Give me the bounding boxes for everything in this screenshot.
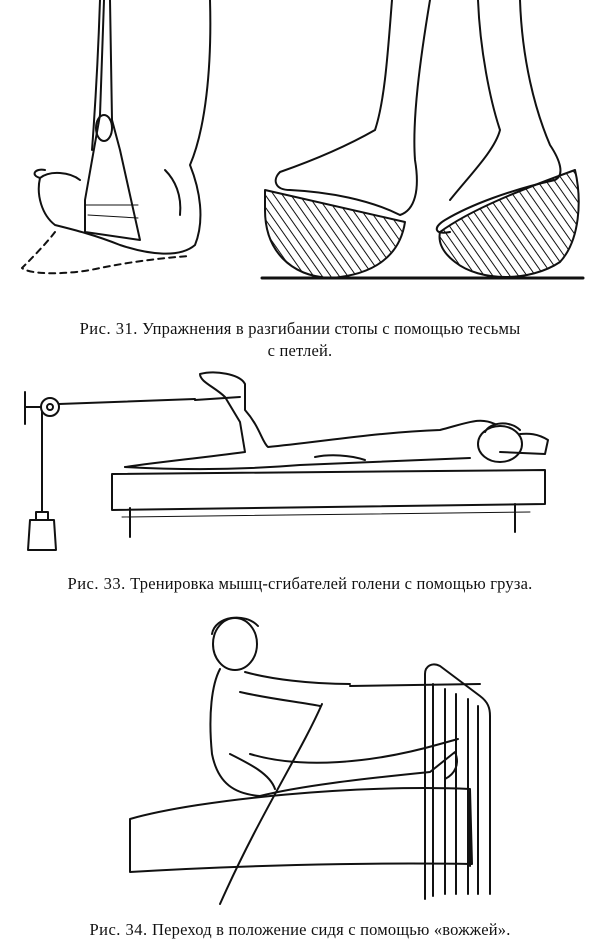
leg-with-strap-drawing <box>21 0 212 275</box>
rein-line-upper <box>349 683 481 687</box>
figure-31-caption-line1: Упражнения в разгибании стопы с помощью … <box>142 319 521 338</box>
figure-33-caption: Рис. 33. Тренировка мышц-сгибателей голе… <box>0 573 600 595</box>
figure-34-illustration <box>0 604 600 909</box>
foot-on-hemisphere-drawing <box>264 0 431 279</box>
bed-drawing <box>111 469 546 538</box>
figure-34-caption: Рис. 34. Переход в положение сидя с помо… <box>0 919 600 941</box>
figure-34-label: Рис. 34. <box>89 920 148 939</box>
figure-31-label: Рис. 31. <box>79 319 138 338</box>
figure-31-illustration <box>0 0 600 300</box>
pulley-drawing <box>40 397 60 417</box>
person-sitting-drawing <box>209 616 459 797</box>
person-lying-drawing <box>124 371 549 471</box>
weight-drawing <box>27 511 57 551</box>
figure-33-label: Рис. 33. <box>67 574 126 593</box>
figure-31-caption: Рис. 31. Упражнения в разгибании стопы с… <box>0 318 600 362</box>
figure-31-caption-line2: с петлей. <box>267 341 333 360</box>
bed-frame-drawing <box>129 663 491 900</box>
foot-tilted-drawing <box>435 0 580 278</box>
figure-33-illustration <box>0 362 600 562</box>
figure-33-caption-text: Тренировка мышц-сгибателей голени с помо… <box>130 574 533 593</box>
figure-34-caption-text: Переход в положение сидя с помощью «вожж… <box>152 920 511 939</box>
rein-line-lower <box>219 703 323 905</box>
